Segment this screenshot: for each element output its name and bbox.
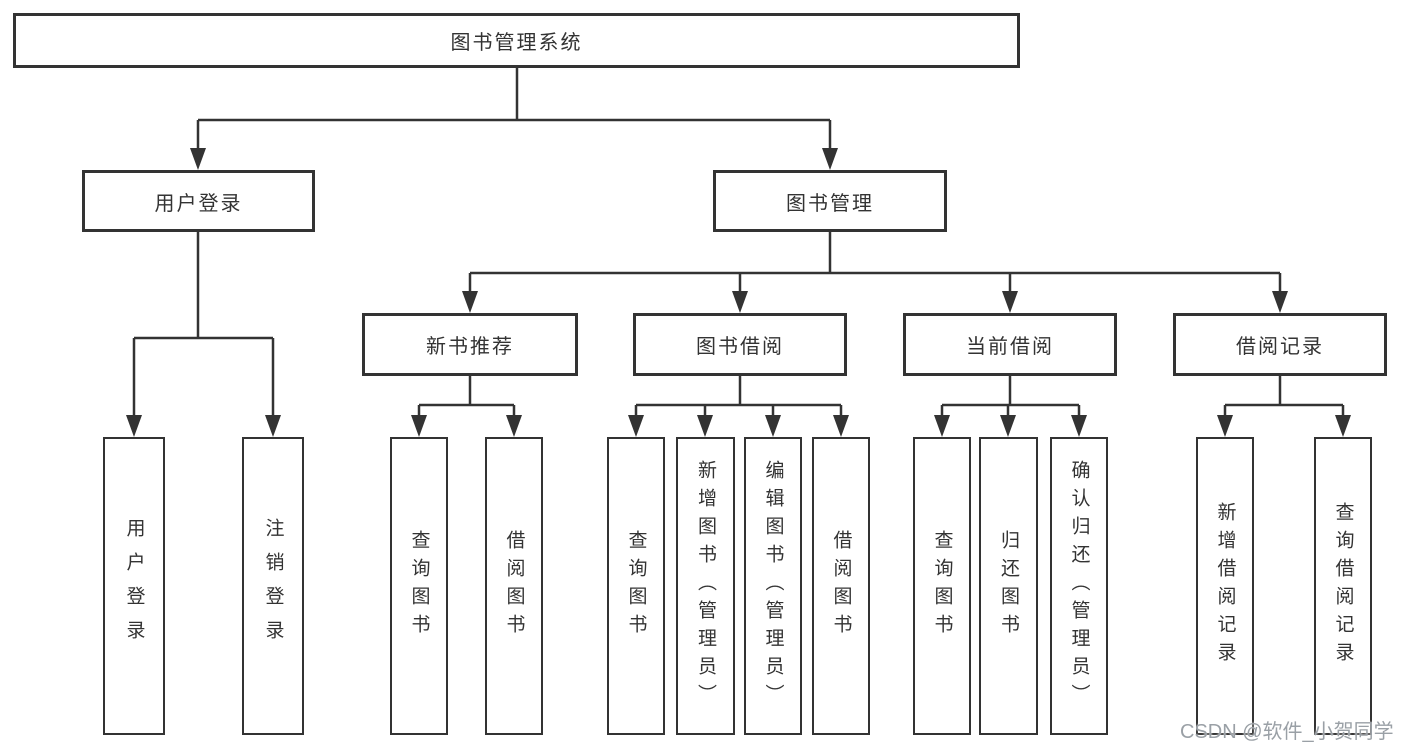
node-new-book-recommendation: 新书推荐 <box>362 313 578 376</box>
leaf-query-books-recommend: 查询图书 <box>390 437 448 735</box>
leaf-logout: 注销登录 <box>242 437 304 735</box>
leaf-logout-label: 注销登录 <box>262 518 284 654</box>
leaf-query-books-recommend-label: 查询图书 <box>408 530 430 642</box>
leaf-borrow-books-recommend: 借阅图书 <box>485 437 543 735</box>
leaf-add-books-admin-label: 新增图书（管理员） <box>695 460 716 712</box>
leaf-edit-books-admin-label: 编辑图书（管理员） <box>762 460 784 712</box>
leaf-return-books-label: 归还图书 <box>998 530 1019 642</box>
arrowheads <box>126 148 1351 437</box>
leaf-query-books-current-label: 查询图书 <box>931 530 953 642</box>
leaf-return-books: 归还图书 <box>979 437 1038 735</box>
node-borrowing-records: 借阅记录 <box>1173 313 1387 376</box>
leaf-query-borrow-record-label: 查询借阅记录 <box>1332 502 1354 670</box>
leaf-add-books-admin: 新增图书（管理员） <box>676 437 735 735</box>
leaf-borrow-books: 借阅图书 <box>812 437 870 735</box>
csdn-watermark: CSDN @软件_小贺同学 <box>1180 721 1394 743</box>
leaf-confirm-return-admin-label: 确认归还（管理员） <box>1068 460 1090 712</box>
leaf-add-borrow-record: 新增借阅记录 <box>1196 437 1254 735</box>
leaf-borrow-books-recommend-label: 借阅图书 <box>503 530 525 642</box>
connector-path <box>132 68 1345 417</box>
leaf-edit-books-admin: 编辑图书（管理员） <box>744 437 802 735</box>
leaf-query-books-borrowing: 查询图书 <box>607 437 665 735</box>
node-library-management-system: 图书管理系统 <box>13 13 1020 68</box>
leaf-add-borrow-record-label: 新增借阅记录 <box>1214 502 1236 670</box>
node-book-management: 图书管理 <box>713 170 947 232</box>
node-book-borrowing: 图书借阅 <box>633 313 847 376</box>
leaf-query-books-borrowing-label: 查询图书 <box>625 530 647 642</box>
leaf-user-login: 用户登录 <box>103 437 165 735</box>
leaf-borrow-books-label: 借阅图书 <box>830 530 852 642</box>
leaf-confirm-return-admin: 确认归还（管理员） <box>1050 437 1108 735</box>
leaf-query-borrow-record: 查询借阅记录 <box>1314 437 1372 735</box>
leaf-user-login-label: 用户登录 <box>123 518 145 654</box>
node-user-login: 用户登录 <box>82 170 315 232</box>
node-current-borrowing: 当前借阅 <box>903 313 1117 376</box>
leaf-query-books-current: 查询图书 <box>913 437 971 735</box>
